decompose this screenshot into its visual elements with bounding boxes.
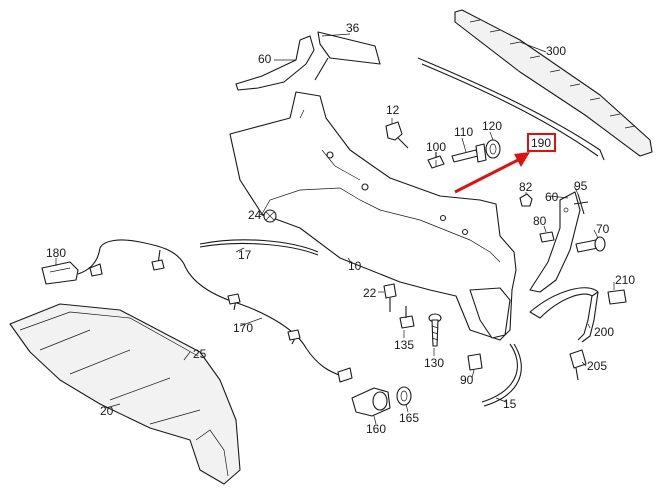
part-170-wiring-harness <box>77 239 353 383</box>
part-135-clip <box>399 306 415 329</box>
part-60-right-bracket <box>529 191 581 293</box>
highlight-box-190 <box>527 133 556 152</box>
callout-25: 25 <box>193 347 207 361</box>
part-200-arch-trim <box>529 287 599 343</box>
callout-80: 80 <box>533 214 547 228</box>
part-36-panel <box>314 31 381 81</box>
callout-205: 205 <box>587 359 607 373</box>
callout-135: 135 <box>394 338 414 352</box>
callout-200: 200 <box>594 325 614 339</box>
callout-22: 22 <box>363 286 377 300</box>
callout-12: 12 <box>386 103 400 117</box>
part-12-clip <box>385 121 409 149</box>
callout-36: 36 <box>346 21 360 35</box>
callout-170: 170 <box>233 321 253 335</box>
part-60-left-bracket <box>235 35 315 91</box>
part-180-connector <box>41 261 79 285</box>
part-90-clip <box>467 353 483 371</box>
part-165-ring <box>396 386 412 406</box>
callout-160: 160 <box>366 422 386 436</box>
part-10-bumper-cover <box>229 91 517 341</box>
highlight-arrow <box>454 152 530 194</box>
callout-100: 100 <box>426 140 446 154</box>
part-205-clip <box>569 349 587 381</box>
callout-130: 130 <box>424 356 444 370</box>
callout-90: 90 <box>460 373 474 387</box>
callout-20: 20 <box>100 404 114 418</box>
part-22-plug <box>383 283 397 312</box>
part-20-diffuser <box>9 303 241 485</box>
callout-300: 300 <box>546 44 566 58</box>
part-95-pin <box>573 193 589 215</box>
callout-180: 180 <box>46 246 66 260</box>
callout-95: 95 <box>574 179 588 193</box>
callout-82: 82 <box>519 180 533 194</box>
callout-17: 17 <box>238 248 252 262</box>
part-160-sensor <box>351 387 391 417</box>
callout-10: 10 <box>348 259 362 273</box>
part-120-grommet <box>485 139 501 159</box>
leader-lines <box>55 33 615 425</box>
callout-60-right: 60 <box>545 190 559 204</box>
part-82-nut <box>519 193 533 207</box>
callout-210: 210 <box>615 273 635 287</box>
part-130-screw <box>428 313 442 347</box>
callout-70: 70 <box>596 222 610 236</box>
part-110-screw <box>451 143 487 163</box>
callout-15: 15 <box>503 397 517 411</box>
callout-24: 24 <box>248 208 262 222</box>
callout-110: 110 <box>454 125 473 139</box>
part-190-molding <box>417 57 605 161</box>
part-80-screw <box>539 231 555 243</box>
part-70-screw <box>575 236 606 253</box>
part-300-trim-strip <box>454 9 653 157</box>
part-24-clip <box>263 209 277 223</box>
callout-165: 165 <box>399 411 419 425</box>
callout-120: 120 <box>482 119 502 133</box>
part-210-clip <box>607 289 627 305</box>
callout-60-left: 60 <box>258 52 272 66</box>
callout-190: 190 <box>531 136 551 150</box>
part-17-strip <box>199 239 319 256</box>
callout-labels: 36 60 300 12 110 120 100 190 82 60 95 80… <box>46 21 635 436</box>
part-15-strip <box>481 343 522 407</box>
